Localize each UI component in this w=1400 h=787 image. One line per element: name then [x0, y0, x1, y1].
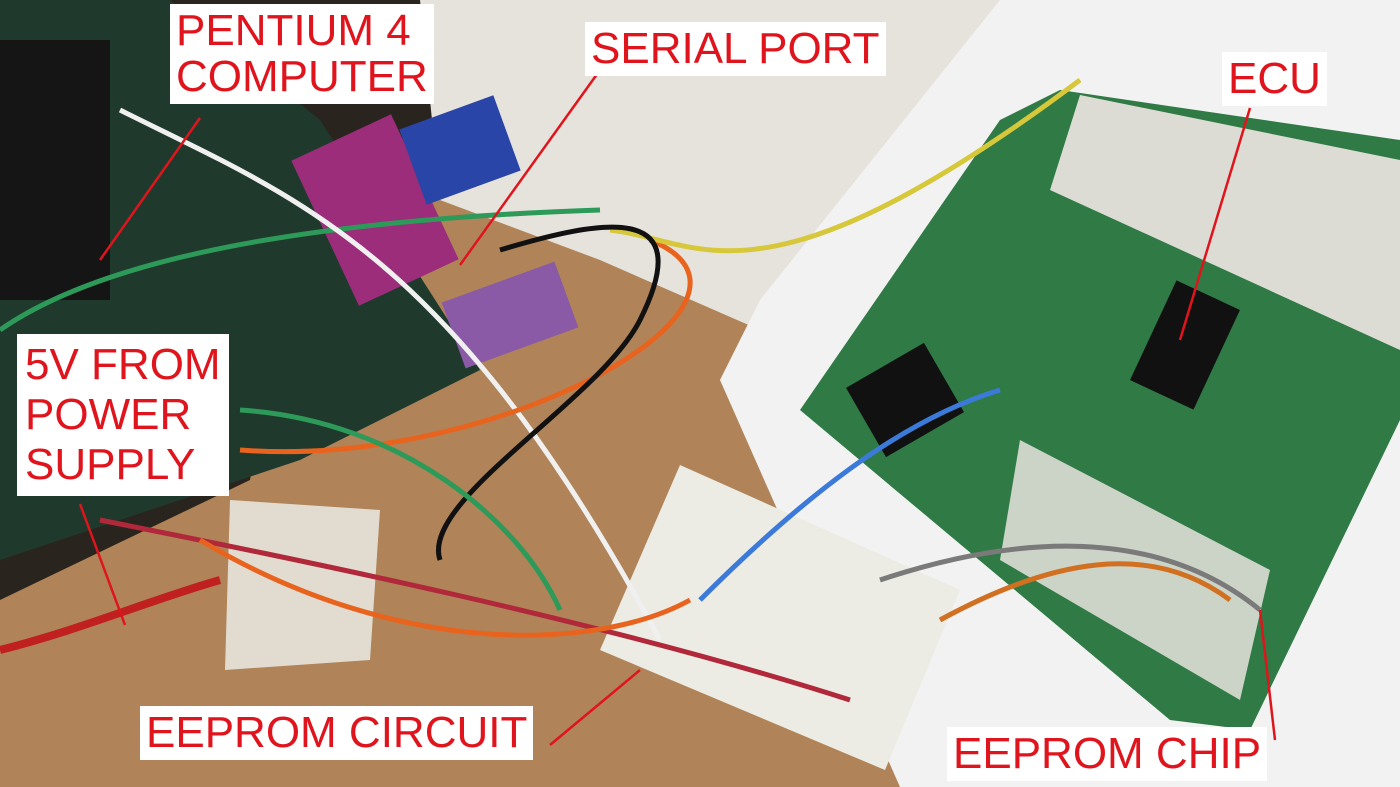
ecu-connector — [1050, 95, 1400, 350]
tape — [1000, 440, 1270, 700]
serial-port-connector — [441, 261, 579, 369]
ecu-chip — [1130, 280, 1240, 410]
tape — [225, 500, 380, 670]
ecu-processor — [846, 342, 964, 458]
label-power-supply: 5V FROM POWER SUPPLY — [17, 334, 229, 496]
label-ecu: ECU — [1222, 52, 1327, 106]
annotation-pointers — [78, 69, 1277, 746]
parallel-port — [291, 114, 459, 306]
label-eeprom-chip: EEPROM CHIP — [947, 727, 1268, 781]
vga-port — [399, 95, 521, 205]
label-computer: PENTIUM 4 COMPUTER — [170, 4, 434, 104]
label-eeprom-circuit: EEPROM CIRCUIT — [140, 706, 534, 760]
breadboard — [600, 465, 960, 770]
fan — [0, 40, 110, 300]
wires — [0, 77, 1262, 703]
label-serial-port: SERIAL PORT — [585, 22, 886, 76]
